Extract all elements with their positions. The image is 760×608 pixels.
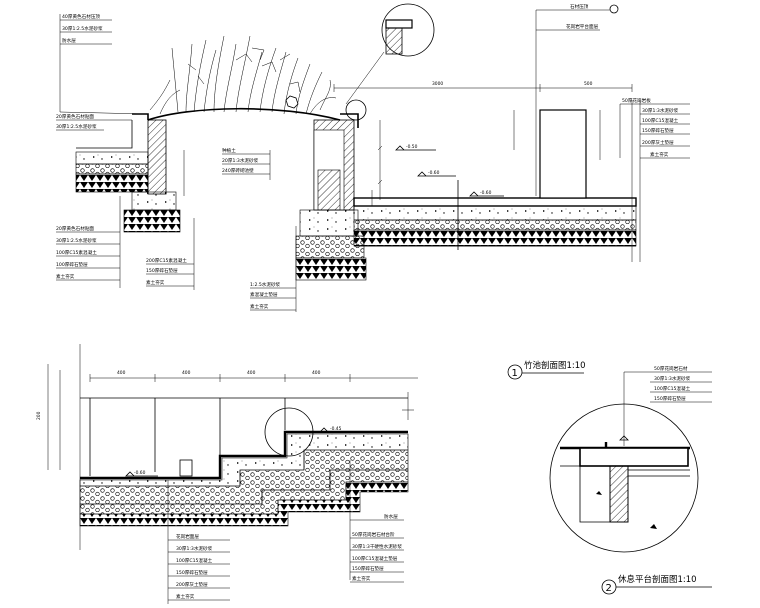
section-title: 休息平台剖面图1:10 (618, 574, 697, 585)
note-text: 30厚1:2.5水泥砂浆 (56, 237, 97, 244)
note-text: 素土夯实 (176, 593, 195, 600)
note-text: 素土夯实 (146, 279, 165, 286)
title-number: 1 (512, 368, 518, 379)
note-text: 100厚碎石垫层 (56, 261, 88, 268)
title-number: 2 (606, 583, 612, 594)
note-text: 素混凝土垫层 (250, 291, 278, 298)
note-text: 50厚花岗岩石材 (654, 365, 688, 372)
dimension-text: 3000 (432, 81, 443, 87)
detail-2-enlarged: 50厚花岗岩石材 30厚1:3水泥砂浆 100厚C15混凝土 150厚碎石垫层 (549, 365, 712, 553)
section-1-bamboo-pool: 3000 500 -0.50 -0.60 -0.60 (56, 3, 690, 312)
notes-step-right: 防水层 (349, 460, 404, 580)
note-text: 100厚C15混凝土 (654, 385, 691, 392)
note-text: 20厚黄色石材贴面 (56, 225, 94, 232)
elevation-text: -0.60 (480, 190, 492, 196)
detail-bubble-step (264, 407, 314, 457)
note-text: 防水层 (384, 513, 398, 520)
note-text: 1:2.5水泥砂浆 (250, 281, 281, 288)
note-text: 150厚碎石垫层 (654, 395, 686, 402)
note-text: 150厚碎石垫层 (642, 127, 674, 134)
dimension-text: 400 (312, 370, 321, 376)
note-text: 200厚C15素混凝土 (146, 257, 187, 264)
note-text: 50厚花岗岩板 (622, 97, 651, 104)
left-brick-wall (147, 119, 167, 195)
step-soil-layer (79, 481, 409, 527)
note-text: 100厚C15混凝土 (176, 557, 213, 564)
note-text: 花岗岩平台面层 (566, 23, 599, 30)
notes-detail-top: 石材压顶 花岗岩平台面层 (535, 3, 619, 196)
note-text: 200厚灰土垫层 (176, 581, 208, 588)
note-text: 150厚碎石垫层 (176, 569, 208, 576)
note-text: 30厚1:3干硬性水泥砂浆 (352, 543, 402, 550)
note-text: 150厚碎石垫层 (352, 565, 384, 572)
note-text: 素土夯实 (250, 303, 269, 310)
notes-right-stack: 50厚花岗岩板 30厚1:3水泥砂浆 100厚C15混凝土 150厚碎石垫层 2… (619, 97, 690, 159)
note-text: 20厚1:3水泥砂浆 (222, 157, 259, 164)
elevation-text: -0.60 (134, 470, 146, 476)
dimension-text: 500 (584, 81, 593, 87)
right-paving-layers (353, 180, 637, 250)
step-profile (80, 430, 408, 480)
notes-detail2: 50厚花岗岩石材 30厚1:3水泥砂浆 100厚C15混凝土 150厚碎石垫层 (623, 365, 712, 446)
note-text: 100厚C15混凝土 (642, 117, 679, 124)
note-text: 100厚C15混凝土垫层 (352, 555, 398, 562)
elevation-markers-lower: -0.60 -0.45 (125, 426, 356, 477)
section-2-rest-platform-steps: 200 400 400 400 400 -0.60 -0.45 (36, 344, 418, 604)
note-text: 240厚砖砌池壁 (222, 167, 254, 174)
planting-mound (147, 107, 341, 121)
dimension-text: 400 (117, 370, 126, 376)
elevation-text: -0.60 (428, 170, 440, 176)
notes-pool-left-bottom: 20厚黄色石材贴面 30厚1:2.5水泥砂浆 100厚C15素混凝土 100厚碎… (56, 196, 121, 288)
dimension-text: 200 (36, 411, 42, 420)
note-text: 150厚碎石垫层 (146, 267, 178, 274)
top-dimension-chain: 3000 500 (333, 81, 633, 92)
notes-pool-center: 种植土 20厚1:3水泥砂浆 240厚砖砌池壁 (222, 147, 271, 180)
section-title: 竹池剖面图1:10 (524, 360, 586, 371)
note-text: 种植土 (222, 147, 236, 154)
note-text: 20厚黄色石材贴面 (56, 113, 94, 120)
title-section-1: 1 竹池剖面图1:10 (507, 360, 586, 380)
note-text: 30厚1:3水泥砂浆 (176, 545, 213, 552)
bench-block (539, 109, 587, 199)
elevation-text: -0.45 (330, 426, 342, 432)
note-text: 30厚1:2.5水泥砂浆 (62, 25, 103, 32)
title-section-2: 2 休息平台剖面图1:10 (601, 574, 712, 595)
note-text: 50厚花岗岩石材台阶 (352, 531, 395, 538)
note-text: 100厚C15素混凝土 (56, 249, 97, 256)
notes-pool-base: 1:2.5水泥砂浆 素混凝土垫层 素土夯实 (250, 226, 297, 312)
elevation-markers-top: -0.50 -0.60 -0.60 (395, 144, 504, 197)
notes-step-bottom-left: 花岗岩面层 30厚1:3水泥砂浆 100厚C15混凝土 150厚碎石垫层 200… (167, 480, 230, 604)
note-text: 素土夯实 (56, 273, 75, 280)
note-text: 素土夯实 (650, 151, 669, 158)
note-text: 30厚1:2.5水泥砂浆 (56, 123, 97, 130)
note-text: 200厚灰土垫层 (642, 139, 674, 146)
note-text: 40厚黄色石材压顶 (62, 13, 100, 20)
note-text: 花岗岩面层 (176, 533, 199, 540)
note-text: 30厚1:3水泥砂浆 (642, 107, 679, 114)
elevation-text: -0.50 (406, 144, 418, 150)
note-text: 素土夯实 (352, 575, 371, 582)
note-text: 防水层 (62, 37, 76, 44)
dimension-text: 400 (182, 370, 191, 376)
note-text: 石材压顶 (570, 3, 589, 10)
notes-pool-center-bottom: 200厚C15素混凝土 150厚碎石垫层 素土夯实 (146, 218, 195, 290)
notes-step-bottom-right: 50厚花岗岩石材台阶 30厚1:3干硬性水泥砂浆 100厚C15混凝土垫层 15… (350, 531, 404, 583)
vertical-dimension-lines (183, 110, 601, 206)
detail-bubble-top (381, 3, 435, 57)
dimension-text: 400 (247, 370, 256, 376)
notes-pool-left-top: 40厚黄色石材压顶 30厚1:2.5水泥砂浆 防水层 (59, 13, 149, 115)
note-text: 30厚1:3水泥砂浆 (654, 375, 691, 382)
notes-pool-left-mid: 20厚黄色石材贴面 30厚1:2.5水泥砂浆 (56, 113, 132, 131)
bamboo-plant-illustration (149, 35, 337, 115)
